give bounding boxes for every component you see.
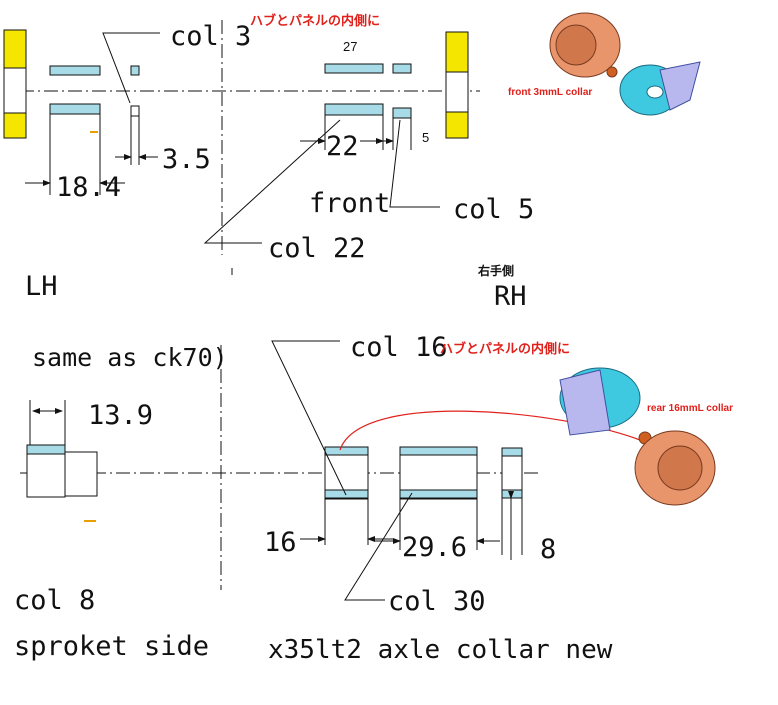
label-col30: col 30 (388, 586, 486, 617)
col22-top (324, 63, 384, 74)
dim-27: 27 (343, 39, 357, 54)
dim-13-9: 13.9 (88, 400, 153, 431)
col5-bottom (392, 107, 412, 119)
col3-bottom (130, 105, 140, 117)
col30-leader (344, 492, 413, 601)
col16-bottom-band (324, 489, 369, 499)
label-rh: RH (494, 281, 527, 312)
label-col8: col 8 (14, 585, 95, 616)
dim-29-6: 29.6 (402, 532, 467, 563)
label-front-collar: front 3mmL collar (508, 87, 592, 98)
left-hub-plate (3, 29, 27, 139)
rear-hub-image (559, 367, 716, 506)
col30-bottom-band (399, 489, 478, 499)
dim-18-4: 18.4 (56, 172, 121, 203)
label-front: front (309, 188, 390, 219)
label-col5: col 5 (453, 194, 534, 225)
collar-18-4-bottom (49, 103, 101, 115)
right-hub-plate (445, 31, 469, 139)
label-lh: LH (25, 271, 58, 302)
col22-leader (203, 119, 341, 244)
note-jp-top: ハブとパネルの内側に (250, 13, 380, 29)
col8-top-band (501, 447, 523, 457)
col3-leader (102, 32, 160, 104)
col3-top (130, 65, 140, 76)
label-col22: col 22 (268, 233, 366, 264)
col5-top (392, 63, 412, 74)
label-col3: col 3 (170, 21, 251, 52)
collar-18-4-top (49, 65, 101, 76)
dim-3-5: 3.5 (162, 144, 211, 175)
label-axle-collar: x35lt2 axle collar new (268, 635, 613, 665)
note-jp-bottom: ハブとパネルの内側に (440, 341, 570, 357)
label-col16: col 16 (350, 332, 448, 363)
col16-leader (271, 340, 347, 496)
col30-top-band (399, 446, 478, 456)
dim-5: 5 (422, 130, 429, 145)
col8-bottom-band (501, 489, 523, 499)
label-rh-jp: 右手側 (477, 263, 514, 278)
label-same-as: same as ck70) (32, 343, 228, 372)
dim-16: 16 (264, 527, 297, 558)
col5-leader (389, 119, 440, 208)
front-hub-image (549, 12, 701, 116)
dim-22: 22 (326, 131, 359, 162)
dim-8: 8 (540, 534, 556, 565)
label-rear-collar: rear 16mmL collar (647, 403, 733, 414)
label-sproket-side: sproket side (14, 631, 209, 662)
col22-bottom (324, 103, 384, 116)
col16-top-band (324, 446, 369, 456)
sprocket-collar (26, 444, 98, 498)
